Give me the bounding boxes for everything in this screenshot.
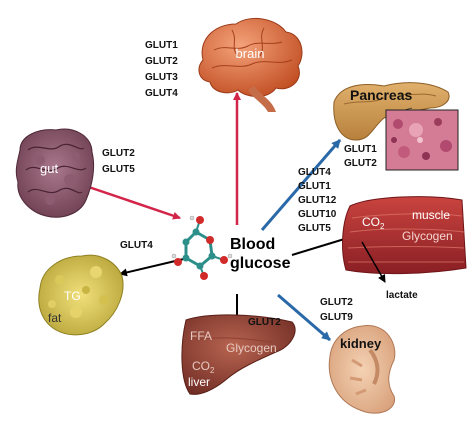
kidney-label: kidney [340, 336, 382, 351]
gut-organ: gut [15, 128, 95, 218]
glucose-molecule-icon [171, 215, 233, 280]
fat-label: fat [48, 311, 62, 325]
muscle-transporters: GLUT4 GLUT1 GLUT12 GLUT10 GLUT5 [298, 167, 337, 234]
muscle-glut-4: GLUT10 [298, 209, 337, 220]
gut-transporters: GLUT2 GLUT5 [102, 148, 135, 175]
muscle-lactate: lactate [386, 290, 418, 301]
liver-glut-1: GLUT2 [248, 317, 281, 328]
arrow-to-kidney [277, 293, 331, 342]
fat-tg: TG [64, 289, 81, 303]
liver-label: liver [188, 375, 210, 389]
liver-co2: CO2 [192, 359, 215, 375]
pancreas-glut-2: GLUT2 [344, 158, 377, 169]
muscle-label: muscle [412, 208, 450, 222]
muscle-glut-3: GLUT12 [298, 195, 337, 206]
liver-transporters: GLUT2 [248, 317, 281, 328]
kidney-glut-1: GLUT2 [320, 297, 353, 308]
liver-ffa: FFA [190, 329, 212, 343]
brain-organ: brain [198, 17, 303, 112]
pancreas-glut-1: GLUT1 [344, 144, 377, 155]
brain-glut-4: GLUT4 [145, 88, 178, 99]
brain-glut-2: GLUT2 [145, 56, 178, 67]
gut-label: gut [40, 161, 58, 176]
brain-transporters: GLUT1 GLUT2 GLUT3 GLUT4 [145, 40, 178, 99]
fat-organ: TG fat [38, 254, 124, 336]
kidney-glut-2: GLUT9 [320, 312, 353, 323]
arrow-from-gut [73, 180, 181, 220]
kidney-transporters: GLUT2 GLUT9 [320, 297, 353, 323]
pancreas-transporters: GLUT1 GLUT2 [344, 144, 377, 169]
muscle-co2: CO2 [362, 215, 385, 231]
muscle-organ: muscle CO2 Glycogen lactate [342, 196, 467, 301]
muscle-glut-5: GLUT5 [298, 223, 331, 234]
muscle-glut-2: GLUT1 [298, 181, 331, 192]
gut-glut-2: GLUT5 [102, 164, 135, 175]
liver-glycogen: Glycogen [226, 341, 277, 355]
blood-glucose-label: Blood glucose [230, 236, 291, 272]
brain-label: brain [236, 46, 265, 61]
pancreas-label: Pancreas [350, 87, 412, 103]
muscle-glut-1: GLUT4 [298, 167, 331, 178]
pancreas-organ: Pancreas [333, 82, 459, 171]
brain-glut-1: GLUT1 [145, 40, 178, 51]
center-line-1: Blood [230, 236, 275, 253]
kidney-organ: kidney [328, 325, 396, 414]
fat-glut-1: GLUT4 [120, 240, 153, 251]
muscle-glycogen: Glycogen [402, 229, 453, 243]
gut-glut-1: GLUT2 [102, 148, 135, 159]
arrow-to-pancreas [260, 139, 342, 231]
liver-organ: FFA Glycogen CO2 liver [181, 314, 296, 395]
fat-transporters: GLUT4 [120, 240, 153, 251]
center-line-2: glucose [230, 255, 291, 272]
brain-glut-3: GLUT3 [145, 72, 178, 83]
